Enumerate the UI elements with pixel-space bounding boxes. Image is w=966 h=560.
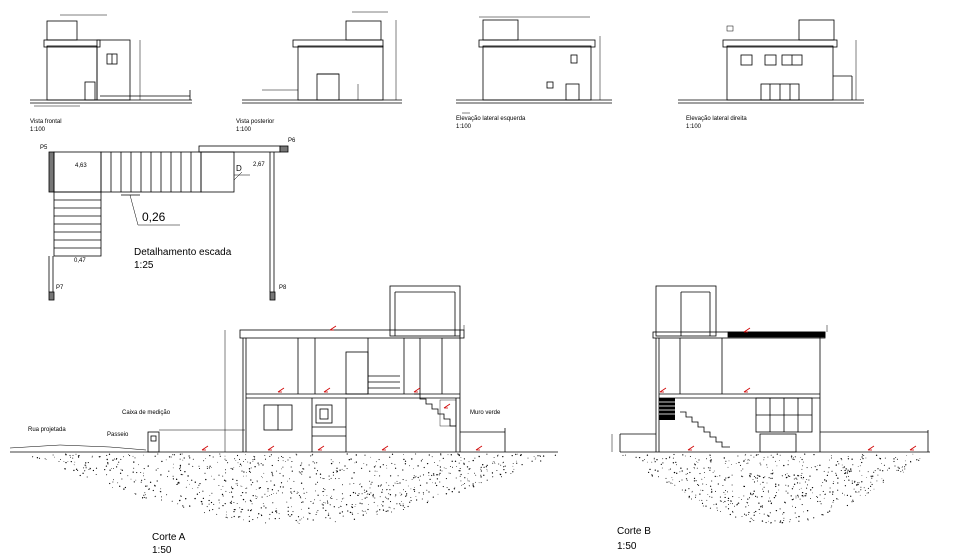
level-marker: [909, 445, 917, 451]
right-elevation-title: Elevação lateral direita: [686, 116, 747, 122]
pillar-label-p8: P8: [279, 285, 287, 291]
front-view-scale: 1:100: [30, 127, 46, 133]
pillar-label-p7: P7: [56, 285, 64, 291]
front-elevation: [30, 14, 192, 107]
sidewalk-label: Passeio: [107, 432, 129, 438]
soil-hatching: [32, 453, 921, 524]
stair-mark-d: D: [236, 164, 242, 173]
level-marker: [317, 445, 325, 451]
level-marker: [267, 445, 275, 451]
level-marker: [201, 445, 209, 451]
stair-detail-scale: 1:25: [134, 260, 154, 271]
level-marker: [443, 403, 451, 409]
left-elevation: [456, 16, 612, 114]
level-marker: [323, 387, 331, 393]
meter-box-label: Caixa de medição: [122, 410, 171, 416]
rear-elevation: [242, 11, 402, 104]
right-elevation: [678, 19, 864, 104]
stair-level-c: 0,47: [74, 258, 86, 264]
stair-level-a: 4,63: [75, 163, 87, 169]
level-marker: [867, 445, 875, 451]
left-elevation-title: Elevação lateral esquerda: [456, 116, 526, 122]
level-marker: [659, 387, 667, 393]
section-a: [9, 285, 558, 453]
street-label: Rua projetada: [28, 427, 66, 433]
green-wall-label: Muro verde: [470, 410, 501, 416]
stair-dimension: 0,26: [142, 210, 166, 224]
rear-view-title: Vista posterior: [236, 119, 275, 125]
stair-detail-title: Detalhamento escada: [134, 247, 232, 258]
level-marker: [743, 387, 751, 393]
level-marker: [277, 387, 285, 393]
level-marker: [381, 445, 389, 451]
level-marker: [687, 445, 695, 451]
section-b-scale: 1:50: [617, 541, 637, 552]
left-elevation-scale: 1:100: [456, 124, 472, 130]
section-b: [611, 285, 930, 453]
level-marker: [413, 387, 421, 393]
pillar-label-p6: P6: [288, 138, 296, 144]
section-a-scale: 1:50: [152, 545, 172, 556]
level-marker: [475, 445, 483, 451]
pillar-label-p5a: P5: [40, 145, 48, 151]
level-marker: [329, 325, 337, 331]
stair-detail: [48, 145, 289, 301]
section-b-title: Corte B: [617, 526, 651, 537]
right-elevation-scale: 1:100: [686, 124, 702, 130]
rear-view-scale: 1:100: [236, 127, 252, 133]
section-a-title: Corte A: [152, 532, 186, 543]
stair-level-b: 2,67: [253, 162, 265, 168]
level-marker: [743, 327, 751, 333]
front-view-title: Vista frontal: [30, 119, 62, 125]
